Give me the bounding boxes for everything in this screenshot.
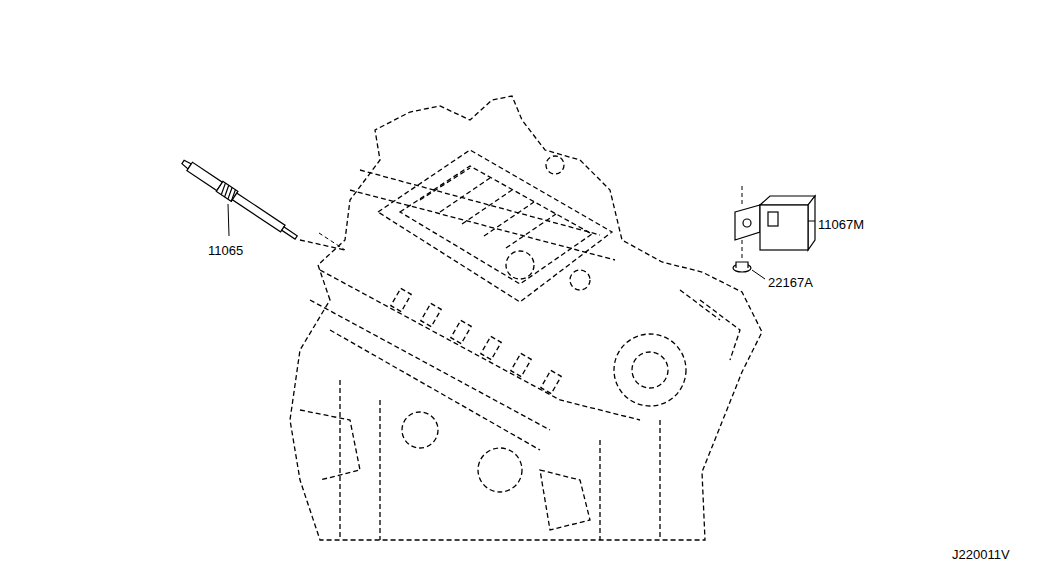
diagram-code: J220011V [952, 547, 1010, 562]
callout-number: 11067M [818, 217, 864, 232]
label-holder: 22167A [768, 273, 813, 291]
callout-number: 11065 [208, 243, 243, 258]
callout-number: 22167A [768, 275, 813, 290]
label-holder: 11065 [208, 241, 243, 259]
label-holder: 11067M [818, 215, 864, 233]
label-holder: J220011V [952, 545, 1010, 563]
